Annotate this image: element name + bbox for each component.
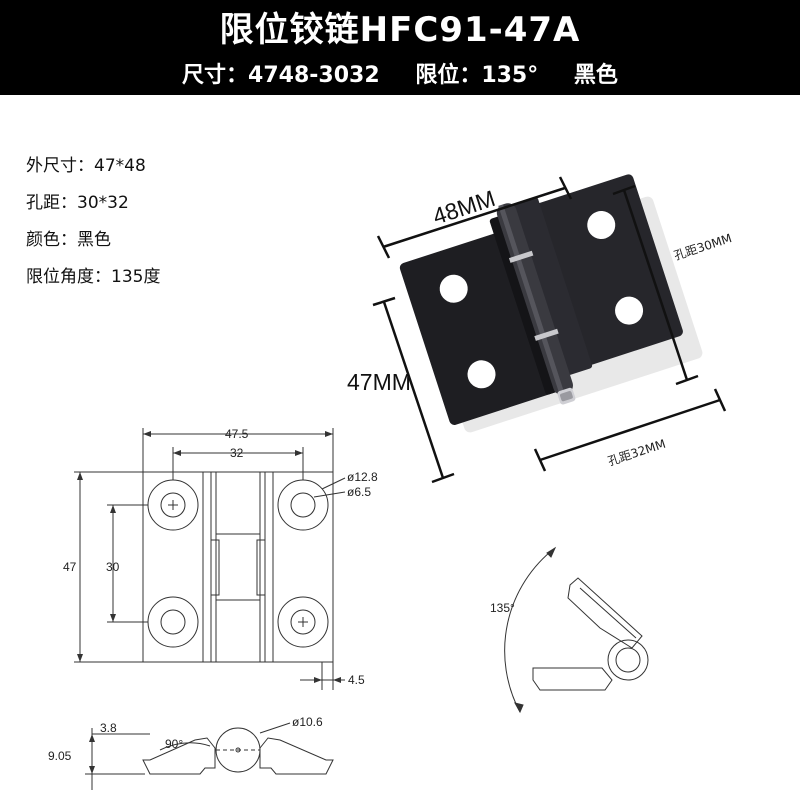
front-view-drawing [74, 428, 346, 690]
spec-color: 颜色：黑色 [26, 230, 111, 250]
color-label: 黑色 [573, 63, 618, 88]
hole-bottom-right [615, 296, 644, 325]
width-label: 48MM [429, 185, 498, 229]
angle-view-drawing [504, 546, 649, 714]
hole-horizontal-label: 孔距32MM [606, 437, 667, 469]
hole-vertical-label: 孔距30MM [672, 231, 733, 263]
limit-label: 限位：135° [415, 63, 539, 88]
dim-overall-height: 47 [63, 560, 77, 574]
dim-overall-width: 47.5 [225, 427, 249, 441]
hinge-photo: 48MM 47MM 孔距30MM 孔距32MM [347, 174, 734, 484]
front-hole-top-right [277, 479, 329, 531]
hole-bottom-left [467, 360, 496, 389]
dim-pin-diameter: ø10.6 [292, 715, 323, 729]
front-hole-bottom-left [147, 596, 199, 648]
front-hole-bottom-right [277, 596, 329, 648]
dim-outer-diameter: ø12.8 [347, 470, 378, 484]
spec-list: 外尺寸：47*48 孔距：30*32 颜色：黑色 限位角度：135度 [26, 148, 160, 296]
angle-leaf-angled [567, 577, 643, 649]
dim-side-height: 9.05 [48, 749, 72, 763]
dim-side-angle: 90° [165, 737, 183, 751]
spec-outer-size: 外尺寸：47*48 [26, 156, 146, 176]
angle-knuckle [607, 639, 649, 681]
dim-thickness: 4.5 [348, 673, 365, 687]
dim-inner-diameter: ø6.5 [347, 485, 371, 499]
spec-hole-spacing: 孔距：30*32 [26, 193, 129, 213]
dim-hole-spacing-y: 30 [106, 560, 120, 574]
dim-hole-spacing-x: 32 [230, 446, 244, 460]
product-subtitle: 尺寸：4748-3032 限位：135° 黑色 [0, 58, 800, 94]
side-view-drawing [85, 722, 334, 790]
dim-limit-angle: 135° [490, 601, 515, 615]
spec-limit-angle: 限位角度：135度 [26, 267, 161, 287]
header-banner: 限位铰链HFC91-47A 尺寸：4748-3032 限位：135° 黑色 [0, 0, 800, 95]
product-title: 限位铰链HFC91-47A [219, 10, 581, 50]
size-label: 尺寸：4748-3032 [182, 63, 380, 88]
angle-leaf-horizontal [532, 667, 613, 691]
hole-top-right [587, 211, 616, 240]
height-label: 47MM [347, 369, 411, 395]
hole-top-left [439, 274, 468, 303]
dim-side-offset: 3.8 [100, 721, 117, 735]
